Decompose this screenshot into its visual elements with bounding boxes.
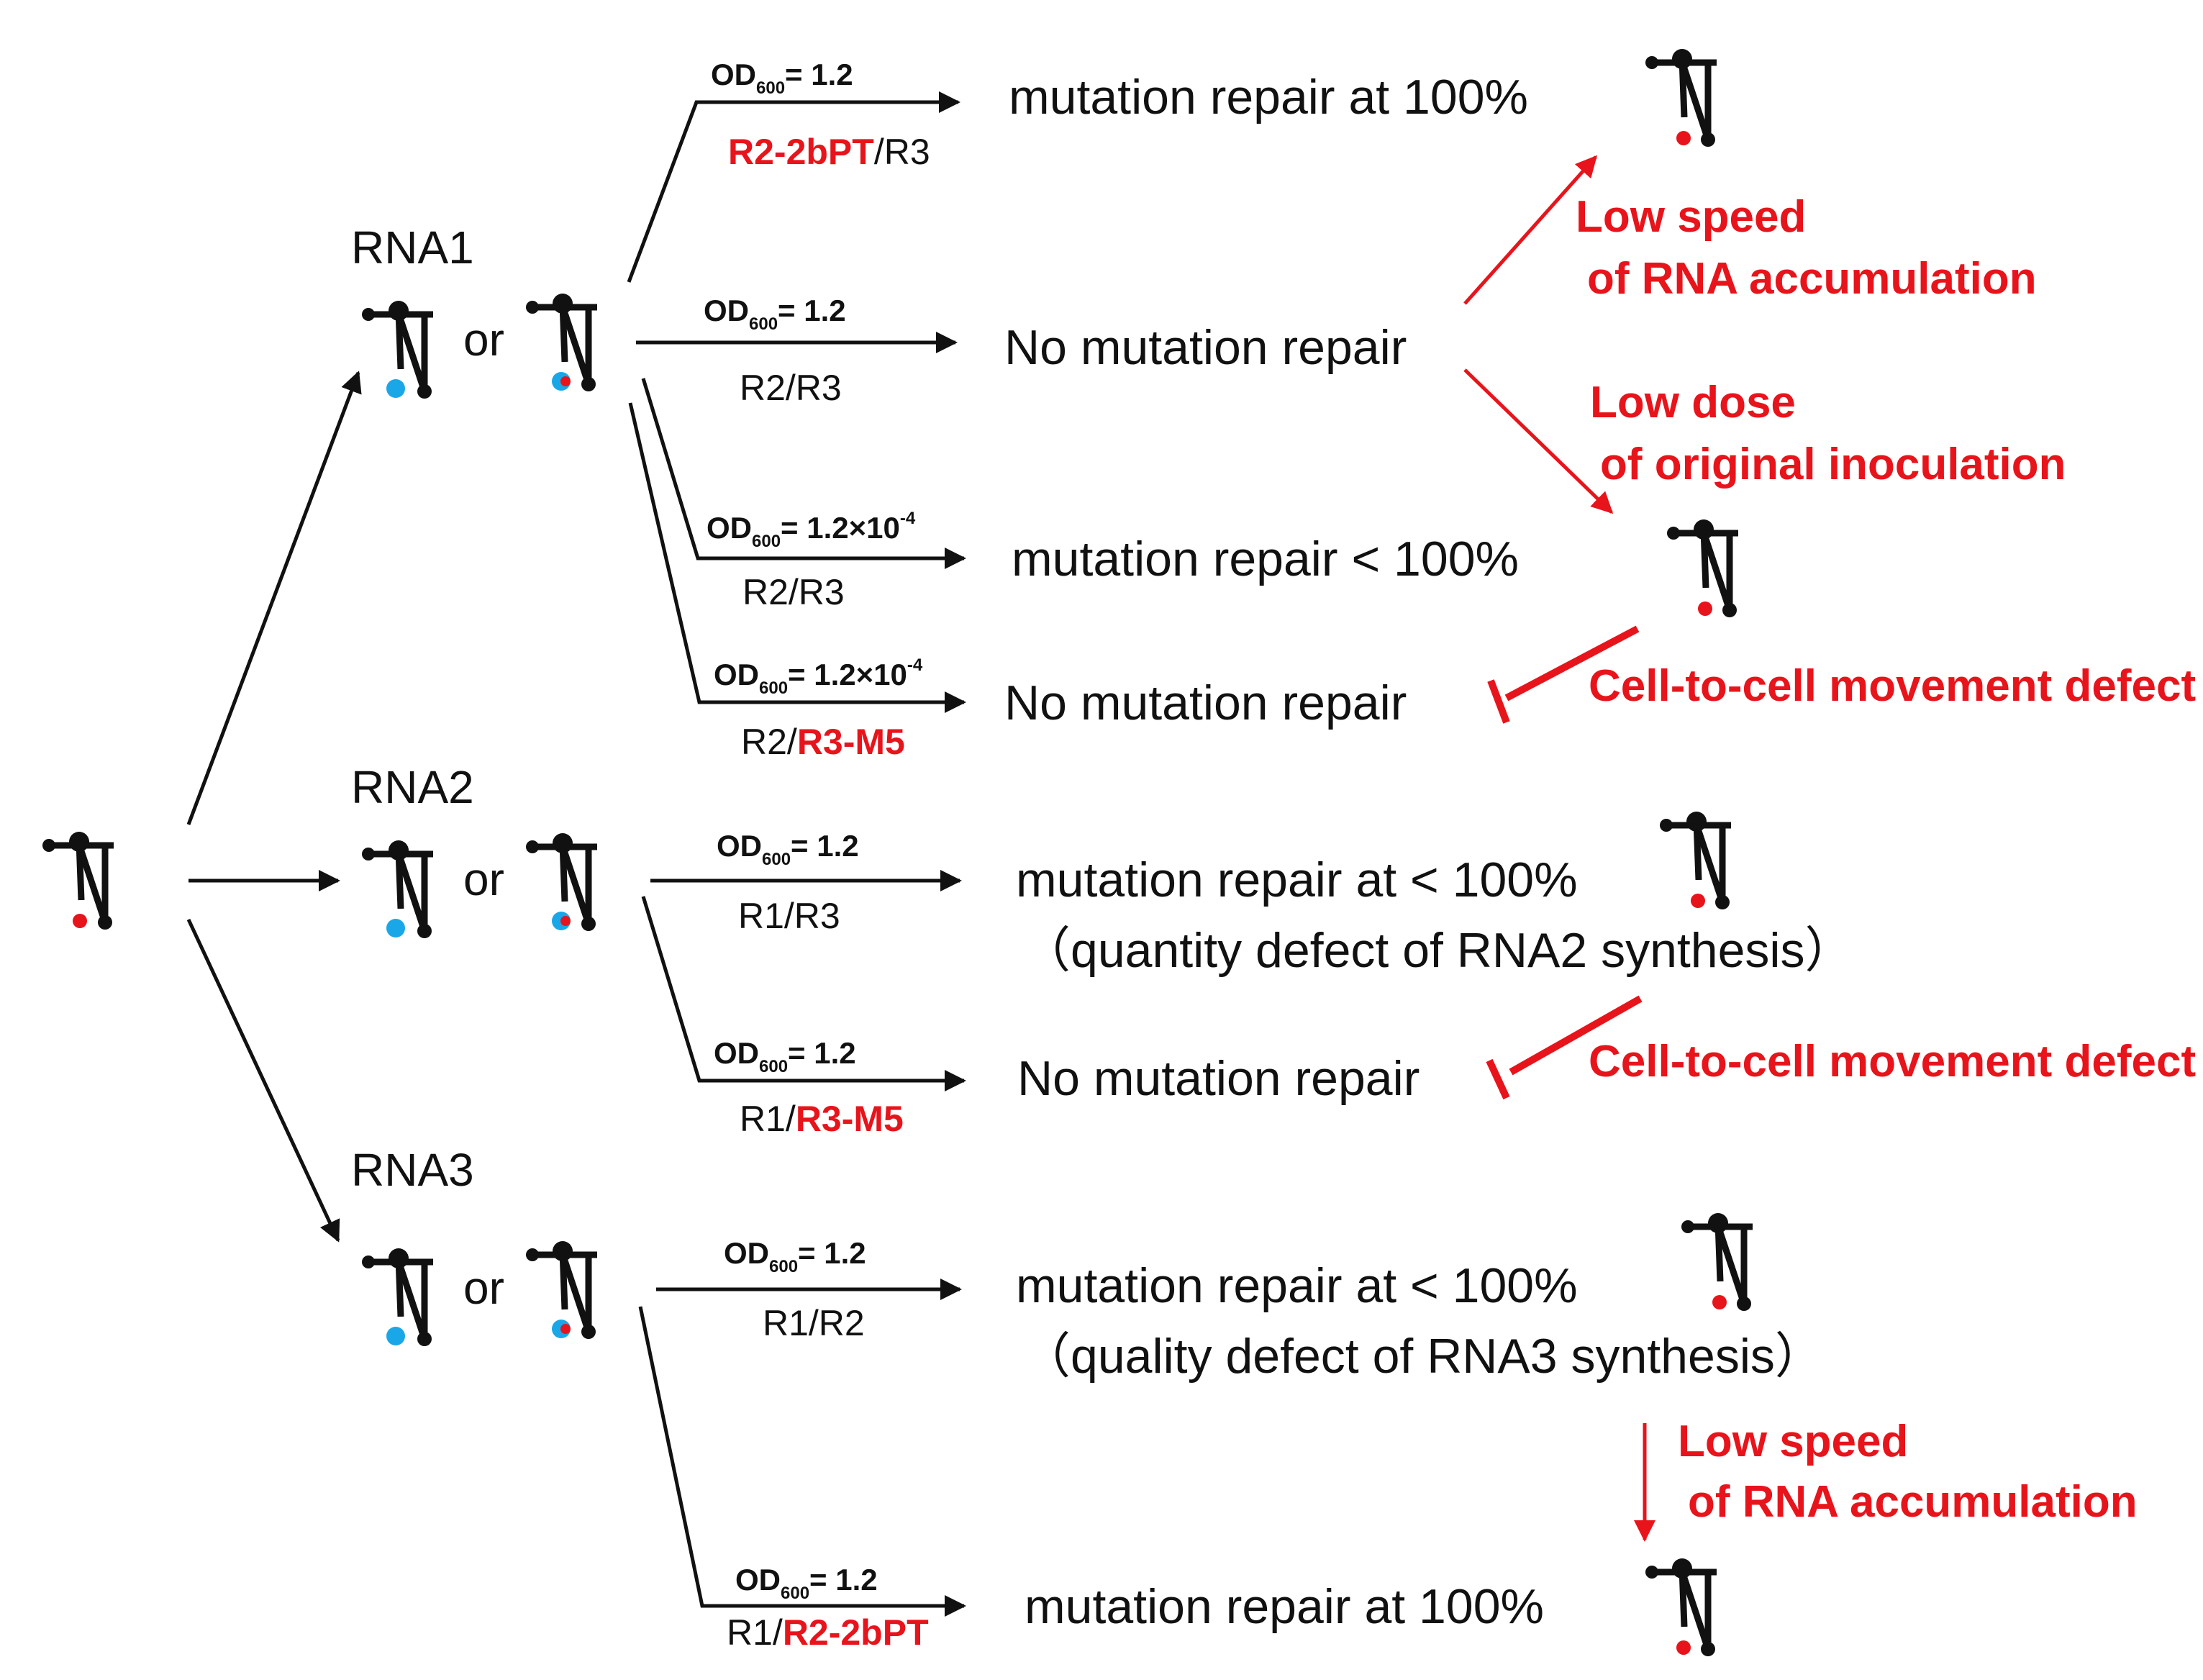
branch-arrow-rna3 <box>186 918 340 1243</box>
condition-plasmid-label: R1/R3-M5 <box>740 1099 904 1139</box>
red-arrow-down <box>1463 368 1614 514</box>
plant-seedling-icon <box>1681 1213 1753 1311</box>
or-label: or <box>463 853 504 905</box>
plant-seedling-icon <box>1667 519 1738 617</box>
plant-seedling-icon <box>1645 1558 1717 1656</box>
condition-od-label: OD600= 1.2 <box>717 829 859 869</box>
condition-arrow <box>627 91 960 283</box>
condition-plasmid-label: R1/R2 <box>763 1303 865 1343</box>
plant-seedling-icon <box>362 1248 433 1346</box>
outcome-label: No mutation repair <box>1017 1051 1420 1106</box>
plant-seedling-icon <box>1660 812 1731 909</box>
condition-arrow <box>641 896 966 1091</box>
plant-seedling-icon <box>1645 49 1717 147</box>
condition-od-label: OD600= 1.2 <box>724 1236 866 1276</box>
branch-arrow-rna1 <box>186 371 362 825</box>
red-annotation: Low speed <box>1576 192 1806 242</box>
plant-seedling-icon <box>42 832 114 930</box>
plant-seedling-icon <box>526 1241 597 1339</box>
outcome-label: No mutation repair <box>1004 676 1407 730</box>
condition-plasmid-label: R1/R2-2bPT <box>727 1612 929 1653</box>
inhibition-marker <box>1486 995 1643 1100</box>
condition-plasmid-label: R2/R3 <box>740 368 842 408</box>
inhibition-marker <box>1487 625 1640 724</box>
outcome-label: mutation repair at < 100% <box>1016 1258 1578 1313</box>
red-arrow-up <box>1463 155 1597 305</box>
condition-od-label: OD600= 1.2 <box>704 294 846 334</box>
or-label: or <box>463 314 504 365</box>
rna3-label: RNA3 <box>351 1144 474 1196</box>
plant-seedling-icon <box>526 833 597 931</box>
red-annotation: Cell-to-cell movement defect <box>1589 1037 2196 1086</box>
condition-od-label: OD600= 1.2×10-4 <box>714 655 923 698</box>
red-annotation: Low dose <box>1590 378 1796 427</box>
outcome-label: mutation repair at < 100% <box>1016 853 1578 907</box>
rna2-label: RNA2 <box>351 761 474 813</box>
condition-arrow <box>628 402 966 713</box>
plant-seedling-icon <box>362 840 433 938</box>
defect-note: （quality defect of RNA3 synthesis） <box>1022 1329 1824 1384</box>
plant-seedling-icon <box>362 301 433 399</box>
condition-od-label: OD600= 1.2 <box>714 1036 856 1076</box>
condition-plasmid-label: R1/R3 <box>738 896 840 936</box>
red-annotation: of original inoculation <box>1600 440 2066 489</box>
condition-plasmid-label: R2/R3 <box>742 572 845 612</box>
plant-seedling-icon <box>526 294 597 391</box>
condition-od-label: OD600= 1.2×10-4 <box>707 509 916 551</box>
condition-od-label: OD600= 1.2 <box>735 1563 878 1603</box>
condition-plasmid-label: R2-2bPT/R3 <box>728 132 930 172</box>
outcome-label: mutation repair < 100% <box>1012 532 1519 586</box>
red-annotation: Cell-to-cell movement defect <box>1589 661 2196 711</box>
outcome-label: mutation repair at 100% <box>1009 70 1528 124</box>
outcome-label: No mutation repair <box>1004 320 1407 375</box>
condition-plasmid-label: R2/R3-M5 <box>741 722 905 762</box>
condition-arrow <box>641 378 966 569</box>
condition-arrow <box>638 1306 966 1617</box>
rna1-label: RNA1 <box>351 222 474 273</box>
outcome-label: mutation repair at 100% <box>1025 1579 1544 1634</box>
red-annotation: Low speed <box>1678 1417 1908 1466</box>
red-annotation: of RNA accumulation <box>1688 1477 2138 1527</box>
condition-od-label: OD600= 1.2 <box>711 58 853 98</box>
red-annotation: of RNA accumulation <box>1587 254 2037 304</box>
or-label: or <box>463 1262 504 1314</box>
defect-note: （quantity defect of RNA2 synthesis） <box>1022 923 1854 978</box>
